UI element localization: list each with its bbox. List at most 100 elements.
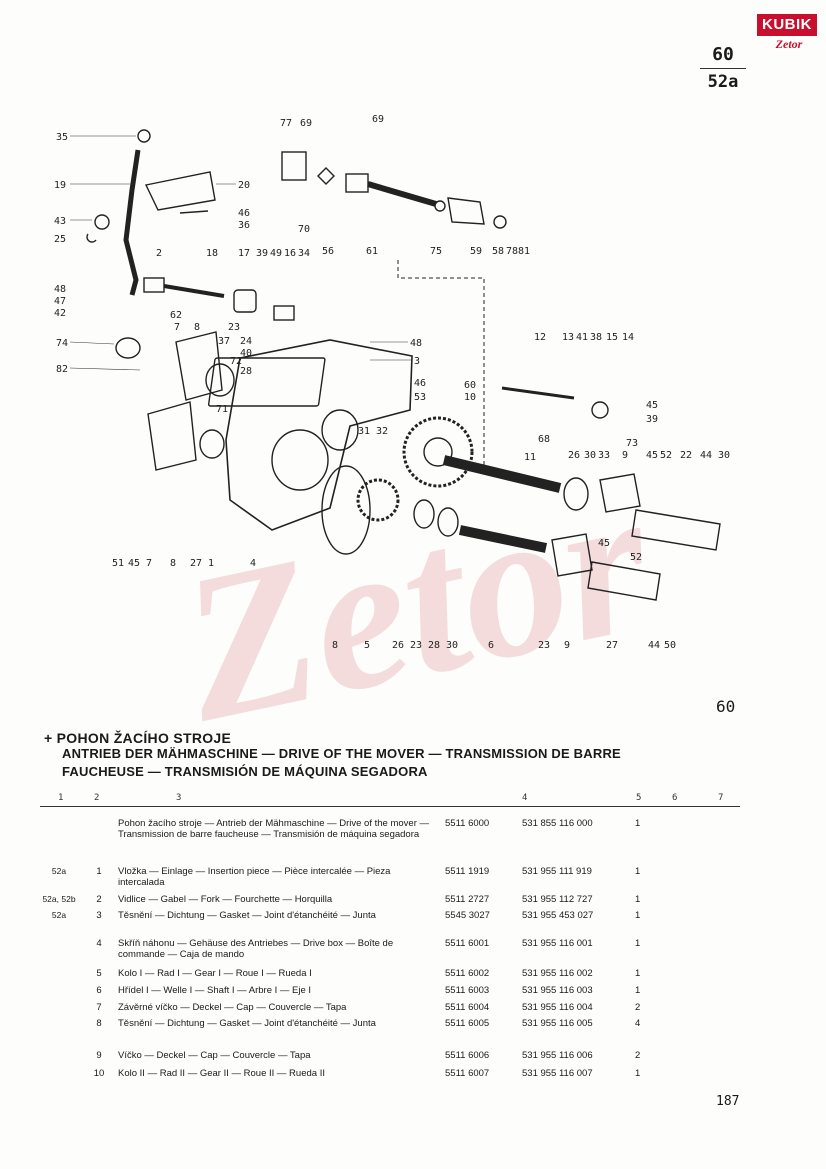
row-desc: Závěrné víčko — Deckel — Cap — Couvercle… — [118, 1002, 347, 1013]
part-cap-9 — [599, 473, 641, 513]
part-cap-7 — [175, 331, 223, 401]
row-desc: Víčko — Deckel — Cap — Couvercle — Tapa — [118, 1050, 311, 1061]
row-desc: Těsnění — Dichtung — Gasket — Joint d'ét… — [118, 1018, 376, 1029]
row-qty: 1 — [635, 985, 641, 996]
row-code1: 5545 3027 — [445, 910, 490, 921]
callout-b4: 4 — [250, 558, 256, 569]
callout-52b: 52 — [630, 552, 642, 563]
row-desc: Těsnění — Dichtung — Gasket — Joint d'ét… — [118, 910, 376, 921]
row-qty: 2 — [635, 1050, 641, 1061]
row-desc: Vložka — Einlage — Insertion piece — Piè… — [118, 866, 391, 888]
col-header-2: 2 — [94, 793, 100, 803]
row-code1: 5511 6000 — [445, 818, 490, 829]
row-qty: 1 — [635, 818, 641, 829]
page-number: 187 — [716, 1094, 740, 1109]
part-gasket-ring — [321, 465, 371, 555]
callout-28a: 28 — [240, 366, 252, 377]
part-seal-74 — [115, 337, 141, 359]
callout-82: 82 — [56, 364, 68, 375]
callout-14: 14 — [622, 332, 634, 343]
callout-61: 61 — [366, 246, 378, 257]
part-shaft-12 — [501, 386, 575, 400]
callout-b45: 45 — [128, 558, 140, 569]
part-nut-58 — [493, 215, 507, 229]
callout-73: 73 — [626, 438, 638, 449]
callout-31: 31 — [358, 426, 370, 437]
row-qty: 1 — [635, 938, 641, 949]
col-header-5: 5 — [636, 793, 642, 803]
row-code1: 5511 6002 — [445, 968, 490, 979]
callout-26a: 26 — [568, 450, 580, 461]
row-desc: Pohon žacího stroje — Antrieb der Mähmas… — [118, 818, 429, 840]
part-cap-7b — [147, 401, 197, 471]
callout-33: 33 — [598, 450, 610, 461]
callout-46a: 46 — [238, 208, 250, 219]
callout-b28: 28 — [428, 640, 440, 651]
row-ref: 52a — [51, 866, 67, 876]
row-qty: 1 — [635, 910, 641, 921]
callout-72: 72 — [230, 356, 242, 367]
callout-46b: 46 — [414, 378, 426, 389]
part-pin-46 — [179, 210, 209, 214]
callout-15: 15 — [606, 332, 618, 343]
callout-45a: 45 — [646, 400, 658, 411]
callout-60: 60 — [464, 380, 476, 391]
logo-kubik-text: KUBIK — [757, 14, 817, 36]
part-shaft-6 — [458, 525, 548, 553]
callout-74: 74 — [56, 338, 68, 349]
row-qty: 1 — [635, 866, 641, 877]
part-ring-75 — [434, 200, 446, 212]
part-housing-70 — [281, 151, 307, 181]
row-qty: 1 — [635, 968, 641, 979]
callout-39b: 39 — [646, 414, 658, 425]
callout-23a: 23 — [228, 322, 240, 333]
page-ref-top: 60 — [712, 44, 734, 65]
callout-2: 2 — [156, 248, 162, 259]
row-code1: 5511 6007 — [445, 1068, 490, 1079]
table-header-rule — [40, 806, 740, 807]
callout-75: 75 — [430, 246, 442, 257]
callout-68: 68 — [538, 434, 550, 445]
callout-77: 77 — [280, 118, 292, 129]
part-housing-bore — [271, 429, 329, 491]
page-ref-bottom: 52a — [707, 72, 739, 92]
kubik-zetor-logo: KUBIK Zetor — [757, 14, 817, 54]
callout-69a: 69 — [300, 118, 312, 129]
col-header-3: 3 — [176, 793, 182, 803]
row-desc: Skříň náhonu — Gehäuse des Antriebes — D… — [118, 938, 394, 960]
row-pos: 7 — [96, 1002, 102, 1013]
callout-81: 81 — [518, 246, 530, 257]
callout-b7: 7 — [146, 558, 152, 569]
row-code2: 531 955 112 727 — [522, 894, 593, 905]
row-pos: 6 — [96, 985, 102, 996]
callout-9a: 9 — [622, 450, 628, 461]
row-code2: 531 955 116 002 — [522, 968, 593, 979]
row-desc: Hřídel I — Welle I — Shaft I — Arbre I —… — [118, 985, 312, 996]
part-clip-15 — [591, 401, 609, 419]
callout-10: 10 — [464, 392, 476, 403]
part-washer-43 — [94, 214, 110, 230]
row-code1: 5511 6001 — [445, 938, 490, 949]
callout-b8b: 8 — [332, 640, 338, 651]
part-shaft-61 — [367, 181, 437, 207]
callout-41: 41 — [576, 332, 588, 343]
row-code2: 531 855 116 000 — [522, 818, 593, 829]
row-pos: 9 — [96, 1050, 102, 1061]
section-number: 60 — [716, 697, 736, 716]
callout-3: 3 — [414, 356, 420, 367]
part-clip-25 — [86, 233, 97, 243]
row-code1: 5511 6003 — [445, 985, 490, 996]
part-bearing-27 — [199, 429, 225, 459]
callout-25: 25 — [54, 234, 66, 245]
callout-8a: 8 — [194, 322, 200, 333]
callout-42: 42 — [54, 308, 66, 319]
part-cap-9b — [551, 533, 593, 577]
row-qty: 4 — [635, 1018, 641, 1029]
callout-30a: 30 — [584, 450, 596, 461]
callout-b9: 9 — [564, 640, 570, 651]
part-gear-10-hub — [423, 437, 453, 467]
callout-32: 32 — [376, 426, 388, 437]
callout-48b: 48 — [410, 338, 422, 349]
row-qty: 1 — [635, 894, 641, 905]
part-shaft-11 — [442, 455, 562, 493]
